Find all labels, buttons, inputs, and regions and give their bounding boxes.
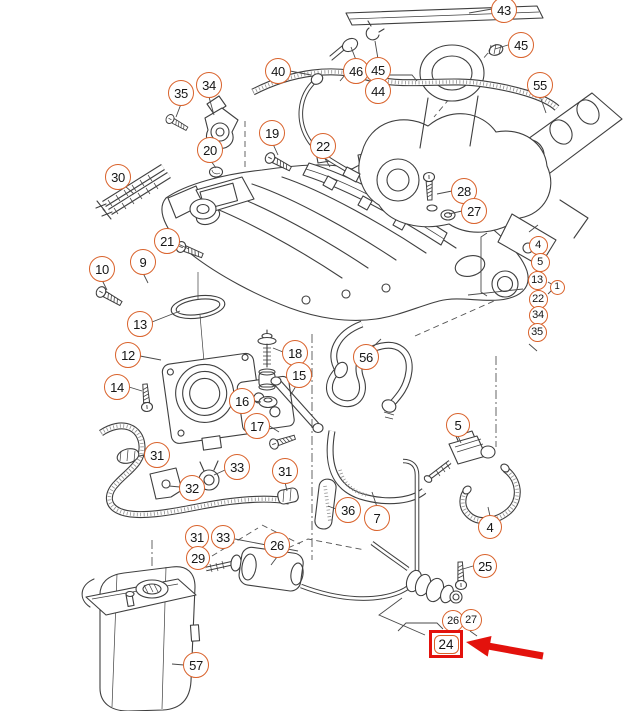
callout-29[interactable]: 29: [186, 546, 210, 570]
callout-33[interactable]: 33: [224, 454, 250, 480]
callout-55[interactable]: 55: [527, 72, 553, 98]
part-5-valve: [423, 430, 496, 483]
part-4-hose: [461, 463, 517, 520]
part-26-valve-and-pipe: [206, 543, 463, 604]
callout-22[interactable]: 22: [310, 133, 336, 159]
callout-20[interactable]: 20: [197, 137, 223, 163]
part-57-canister: [81, 566, 201, 711]
callout-5[interactable]: 5: [530, 252, 550, 272]
callout-33[interactable]: 33: [211, 525, 235, 549]
callout-5[interactable]: 5: [446, 413, 470, 437]
part-18-support-group: [257, 329, 324, 451]
callout-31[interactable]: 31: [185, 525, 209, 549]
part-40-hose: [301, 73, 361, 183]
callout-46[interactable]: 46: [343, 58, 369, 84]
callout-44[interactable]: 44: [365, 78, 391, 104]
callout-13[interactable]: 13: [527, 270, 547, 290]
callout-35[interactable]: 35: [527, 322, 547, 342]
callout-56[interactable]: 56: [353, 344, 379, 370]
callout-15[interactable]: 15: [286, 362, 312, 388]
part-9-sensor: [93, 176, 255, 309]
part-13-oring: [170, 294, 226, 320]
callout-43[interactable]: 43: [491, 0, 517, 23]
callout-45[interactable]: 45: [508, 32, 534, 58]
callout-14[interactable]: 14: [104, 374, 130, 400]
highlight-label: 24: [433, 634, 459, 654]
callout-31[interactable]: 31: [144, 442, 170, 468]
callout-10[interactable]: 10: [89, 256, 115, 282]
callout-13[interactable]: 13: [127, 311, 153, 337]
part-36-sleeve: [314, 478, 337, 530]
callout-1[interactable]: 1: [549, 279, 565, 295]
callout-34[interactable]: 34: [196, 72, 222, 98]
callout-18[interactable]: 18: [282, 340, 308, 366]
callout-4[interactable]: 4: [528, 235, 548, 255]
callout-27[interactable]: 27: [460, 609, 482, 631]
callout-26[interactable]: 26: [264, 532, 290, 558]
callout-31[interactable]: 31: [272, 458, 298, 484]
part-55-turbo-exhaust-manifold: [358, 44, 623, 267]
callout-35[interactable]: 35: [168, 80, 194, 106]
callout-17[interactable]: 17: [244, 413, 270, 439]
callout-25[interactable]: 25: [473, 554, 497, 578]
callout-36[interactable]: 36: [335, 497, 361, 523]
callout-32[interactable]: 32: [179, 475, 205, 501]
callout-19[interactable]: 19: [259, 120, 285, 146]
callout-21[interactable]: 21: [154, 228, 180, 254]
part-7-hose: [330, 431, 424, 577]
callout-9[interactable]: 9: [130, 249, 156, 275]
callout-34[interactable]: 34: [528, 305, 548, 325]
callout-57[interactable]: 57: [183, 652, 209, 678]
part-56-hose: [329, 324, 409, 420]
part-28-screw: [422, 171, 456, 221]
callout-40[interactable]: 40: [265, 58, 291, 84]
callout-4[interactable]: 4: [478, 515, 502, 539]
callout-7[interactable]: 7: [364, 505, 390, 531]
callout-30[interactable]: 30: [105, 164, 131, 190]
callout-27[interactable]: 27: [461, 198, 487, 224]
callout-12[interactable]: 12: [115, 342, 141, 368]
highlighted-callout-24[interactable]: 24: [429, 630, 463, 658]
part-30-rails: [95, 164, 171, 220]
callout-16[interactable]: 16: [229, 388, 255, 414]
